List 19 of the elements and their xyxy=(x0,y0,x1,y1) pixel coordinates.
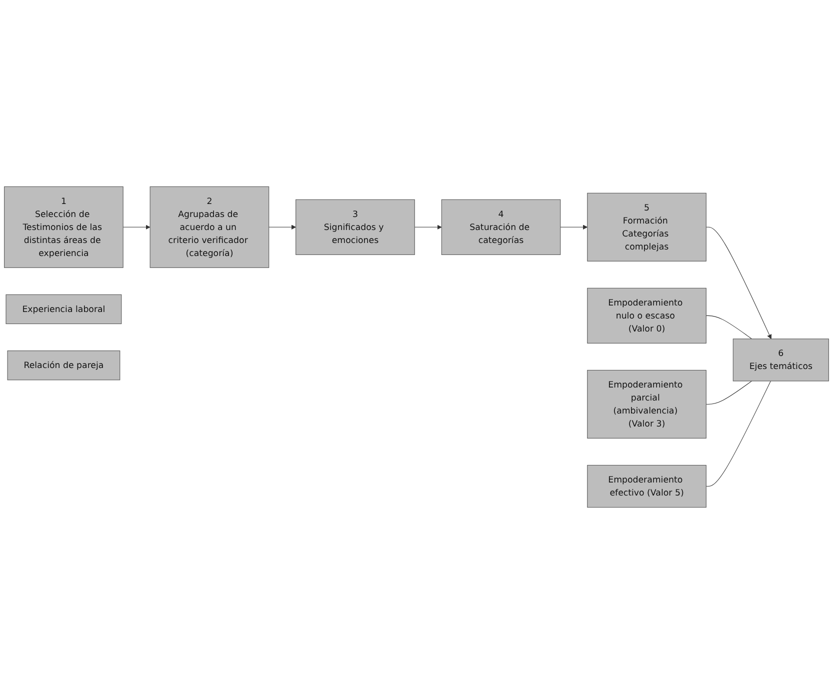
node-box: Empoderamiento parcial (ambivalencia) (Valor 3) xyxy=(587,370,706,438)
node-box: 6 Ejes temáticos xyxy=(732,338,829,382)
arrow xyxy=(414,224,442,230)
arrow xyxy=(560,224,588,230)
node-box: 2 Agrupadas de acuerdo a un criterio verificador (categoría) xyxy=(150,186,270,268)
node-box: 4 Saturación de categorías xyxy=(441,199,561,255)
node-box: 1 Selección de Testimonios de las distintas áreas de experiencia xyxy=(4,186,124,268)
connector xyxy=(706,380,752,404)
arrow xyxy=(706,226,772,340)
connector xyxy=(706,315,752,340)
node-box: Empoderamiento nulo o escaso (Valor 0) xyxy=(587,288,706,344)
node-box: Empoderamiento efectivo (Valor 5) xyxy=(587,464,706,508)
node-box: 5 Formación Categorías complejas xyxy=(587,192,706,262)
node-box: 3 Significados y emociones xyxy=(296,199,415,255)
connector xyxy=(706,380,771,487)
arrow xyxy=(268,224,296,230)
node-box: Relación de pareja xyxy=(7,350,120,380)
node-box: Experiencia laboral xyxy=(6,294,122,324)
arrow xyxy=(122,224,150,230)
